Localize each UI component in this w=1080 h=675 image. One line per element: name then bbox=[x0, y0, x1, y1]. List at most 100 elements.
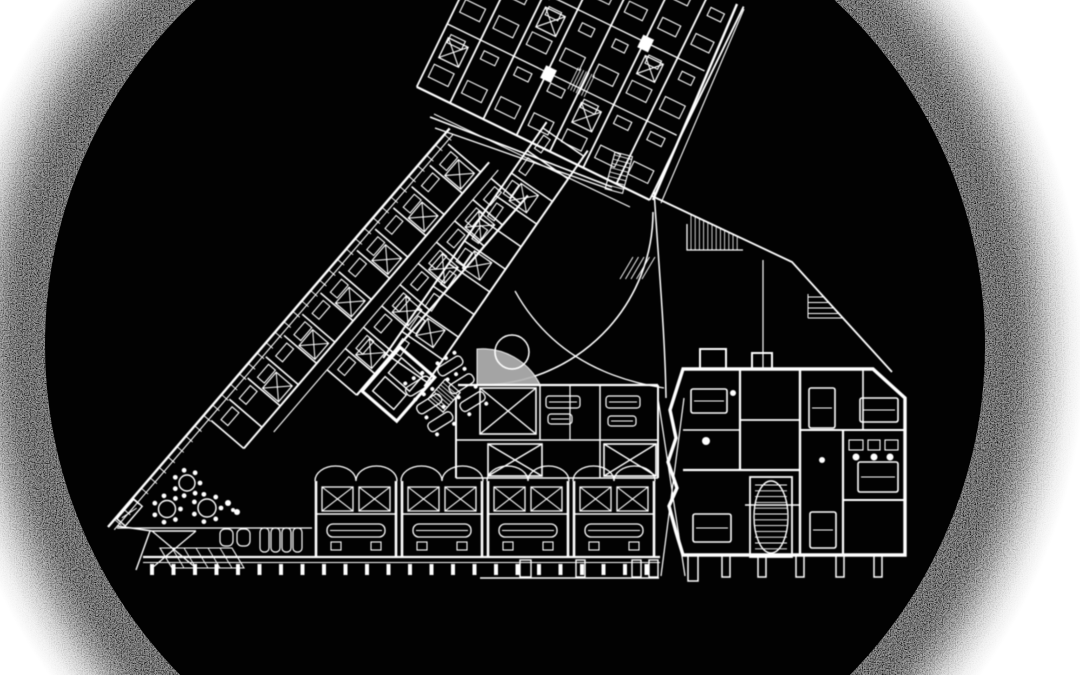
baseline bbox=[143, 555, 660, 579]
wall-series bbox=[755, 484, 787, 550]
court-boundary-curve bbox=[653, 189, 667, 399]
wall-line bbox=[660, 8, 745, 204]
ramp-edge bbox=[434, 127, 613, 191]
chair bbox=[236, 528, 251, 547]
x-brace bbox=[479, 387, 537, 435]
x-brace bbox=[261, 371, 294, 403]
roof-stub bbox=[751, 352, 773, 370]
x-brace bbox=[407, 486, 440, 512]
furniture bbox=[808, 387, 836, 429]
x-brace bbox=[358, 486, 391, 512]
furniture bbox=[545, 395, 581, 409]
wall-line bbox=[355, 194, 529, 396]
spiral-stair bbox=[749, 476, 793, 558]
furniture bbox=[690, 388, 728, 414]
stray-dots bbox=[225, 500, 240, 515]
room-walls bbox=[210, 143, 482, 450]
room-rect bbox=[749, 476, 793, 558]
x-brace bbox=[298, 328, 330, 361]
small-tables bbox=[702, 390, 825, 463]
plan-circle bbox=[494, 334, 530, 370]
x-brace bbox=[354, 337, 387, 370]
stair-strip-2 bbox=[807, 294, 843, 319]
unit-module bbox=[400, 465, 484, 557]
x-brace bbox=[535, 6, 567, 38]
terrace-rungs bbox=[114, 134, 452, 526]
furniture bbox=[547, 413, 573, 425]
wall-line bbox=[113, 133, 454, 531]
x-brace bbox=[437, 36, 470, 68]
room-beds bbox=[220, 150, 459, 427]
room-rect bbox=[540, 65, 557, 84]
room-rect bbox=[637, 34, 655, 53]
party-walls bbox=[415, 0, 745, 201]
room-beds bbox=[392, 134, 551, 358]
unit-module bbox=[486, 465, 570, 557]
central-block bbox=[455, 383, 659, 479]
furniture bbox=[857, 461, 899, 493]
wing-outer-edge bbox=[107, 127, 451, 528]
room-rect bbox=[575, 559, 586, 578]
top-wing-right-edge bbox=[651, 3, 739, 201]
plan-layers bbox=[107, 0, 907, 582]
x-brace bbox=[461, 250, 493, 281]
top-wing bbox=[415, 0, 745, 201]
stool bbox=[270, 527, 281, 553]
wall-line bbox=[135, 530, 151, 571]
bath-fixtures bbox=[852, 453, 894, 461]
stool bbox=[292, 527, 303, 553]
stool bbox=[259, 527, 270, 553]
wall-line bbox=[273, 169, 499, 433]
x-brace bbox=[579, 486, 612, 512]
stool bbox=[281, 527, 292, 553]
stair-strip-hatch bbox=[690, 215, 738, 250]
foot bbox=[835, 554, 845, 578]
furniture bbox=[584, 523, 644, 538]
x-brace bbox=[321, 486, 354, 512]
chair-dots bbox=[403, 350, 489, 437]
wall-line bbox=[447, 23, 677, 136]
foot bbox=[687, 554, 699, 582]
furniture bbox=[605, 395, 641, 409]
tables-cluster bbox=[403, 350, 489, 437]
inner-band bbox=[382, 121, 589, 388]
dining-tables bbox=[404, 355, 486, 433]
room-rect bbox=[631, 559, 642, 578]
x-brace bbox=[334, 286, 366, 318]
block-outline bbox=[666, 367, 907, 557]
room-walls bbox=[385, 127, 585, 383]
x-brace bbox=[635, 54, 665, 84]
corridor-wall bbox=[243, 161, 490, 450]
round-table bbox=[172, 467, 203, 499]
furniture bbox=[809, 511, 837, 549]
bath-fixture bbox=[848, 439, 864, 451]
x-brace bbox=[530, 486, 563, 512]
room-rect bbox=[648, 559, 659, 578]
unit-module bbox=[572, 465, 656, 557]
foot bbox=[757, 554, 767, 578]
ramp-edge bbox=[429, 116, 613, 188]
diagonal-hatch bbox=[619, 256, 656, 280]
tip-door bbox=[115, 498, 144, 528]
column-stubs bbox=[150, 564, 649, 575]
x-brace bbox=[414, 317, 446, 349]
round-table bbox=[191, 491, 224, 525]
foot bbox=[721, 554, 731, 578]
ramp-stair bbox=[604, 151, 634, 195]
x-brace bbox=[493, 486, 526, 512]
right-block bbox=[666, 348, 907, 582]
furniture bbox=[326, 523, 386, 538]
gap-line bbox=[660, 397, 685, 577]
bath-fixture bbox=[884, 439, 899, 451]
x-brace bbox=[407, 201, 439, 233]
roof-stub bbox=[699, 348, 727, 370]
x-brace bbox=[616, 486, 649, 512]
x-brace bbox=[371, 243, 403, 276]
x-brace bbox=[571, 101, 603, 133]
fan-arc-inner bbox=[514, 290, 665, 389]
foot bbox=[873, 554, 883, 578]
